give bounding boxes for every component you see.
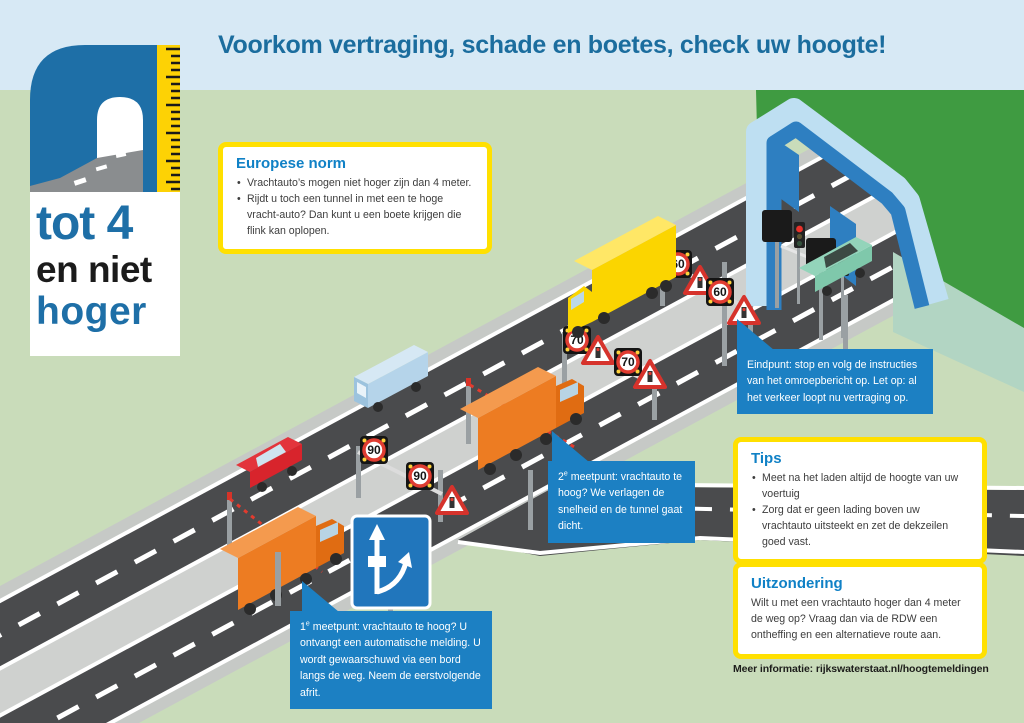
callout-meetpunt-2-sup: e (563, 470, 568, 478)
hill (756, 90, 1024, 340)
detection-beam-1 (227, 492, 323, 574)
svg-text:60: 60 (713, 285, 727, 299)
speed-sign-90-b: 90 (406, 462, 434, 490)
lamp-post (843, 295, 848, 387)
yellow-truck (568, 216, 676, 338)
panel-uitzondering-text: Wilt u met een vrachtauto hoger dan 4 me… (751, 597, 961, 641)
traffic-light-icon (794, 222, 805, 248)
callout-eindpunt-text: Eindpunt: stop en volg de instructies va… (747, 359, 918, 404)
callout-meetpunt-1-text: meetpunt: vrachtauto te hoog? U ontvangt… (300, 621, 481, 699)
callout-meetpunt-1-sup: e (305, 620, 310, 628)
logo-wordmark: tot 4 en niet hoger (30, 192, 180, 356)
gantry-90: 90 90 (356, 436, 469, 522)
callout-meetpunt-2: 2e meetpunt: vrachtauto te hoog? We verl… (548, 461, 695, 543)
gantry-70: 70 70 (562, 326, 667, 420)
callout-meetpunt-2-num: 2 (558, 471, 564, 483)
panel-uitzondering: Uitzondering Wilt u met een vrachtauto h… (733, 562, 987, 659)
callout-meetpunt-1-num: 1 (300, 621, 306, 633)
panel-tips-bullet: Meet na het laden altijd de hoogte van u… (751, 471, 969, 503)
callout-pointer (737, 319, 774, 350)
blue-van (354, 345, 428, 412)
panel-europese-norm-title: Europese norm (236, 155, 347, 172)
detector-post (528, 470, 533, 530)
panel-tips-bullet: Zorg dat er geen lading boven uw vrachta… (751, 503, 969, 551)
warning-triangle-icon (633, 359, 667, 389)
callout-meetpunt-1: 1e meetpunt: vrachtauto te hoog? U ontva… (290, 611, 492, 710)
detector-post (275, 552, 281, 606)
logo-line-3: hoger (36, 290, 147, 333)
warning-triangle-icon (435, 485, 469, 515)
panel-uitzondering-title: Uitzondering (751, 575, 843, 592)
speed-sign-70-b: 70 (614, 348, 642, 376)
panel-tips: Tips Meet na het laden altijd de hoogte … (733, 437, 987, 565)
callout-pointer (552, 431, 589, 462)
warning-triangle-icon (581, 335, 615, 365)
logo-line-1: tot 4 (36, 197, 133, 250)
callout-eindpunt: Eindpunt: stop en volg de instructies va… (737, 349, 933, 415)
speed-sign-60-b: 60 (706, 278, 734, 306)
footer-more-info: Meer informatie: rijkswaterstaat.nl/hoog… (733, 663, 989, 675)
svg-text:70: 70 (621, 355, 635, 369)
panel-europese-norm: Europese norm Vrachtauto’s mogen niet ho… (218, 142, 492, 254)
svg-text:90: 90 (367, 443, 381, 457)
svg-text:90: 90 (413, 469, 427, 483)
callout-pointer (302, 581, 339, 612)
panel-europese-norm-bullet: Rijdt u toch een tunnel in met een te ho… (236, 192, 474, 240)
panel-europese-norm-bullet: Vrachtauto’s mogen niet hoger zijn dan 4… (236, 176, 474, 192)
callout-meetpunt-2-text: meetpunt: vrachtauto te hoog? We verlage… (558, 471, 683, 533)
red-car (236, 437, 302, 492)
orange-truck-2 (460, 367, 584, 475)
speed-sign-90-a: 90 (360, 436, 388, 464)
logo-line-2: en niet (36, 249, 152, 290)
green-car (799, 237, 872, 296)
logo-tunnel-icon (30, 45, 180, 193)
lamp-post (722, 262, 727, 366)
panel-tips-title: Tips (751, 450, 782, 467)
page-title: Voorkom vertraging, schade en boetes, ch… (218, 30, 887, 59)
